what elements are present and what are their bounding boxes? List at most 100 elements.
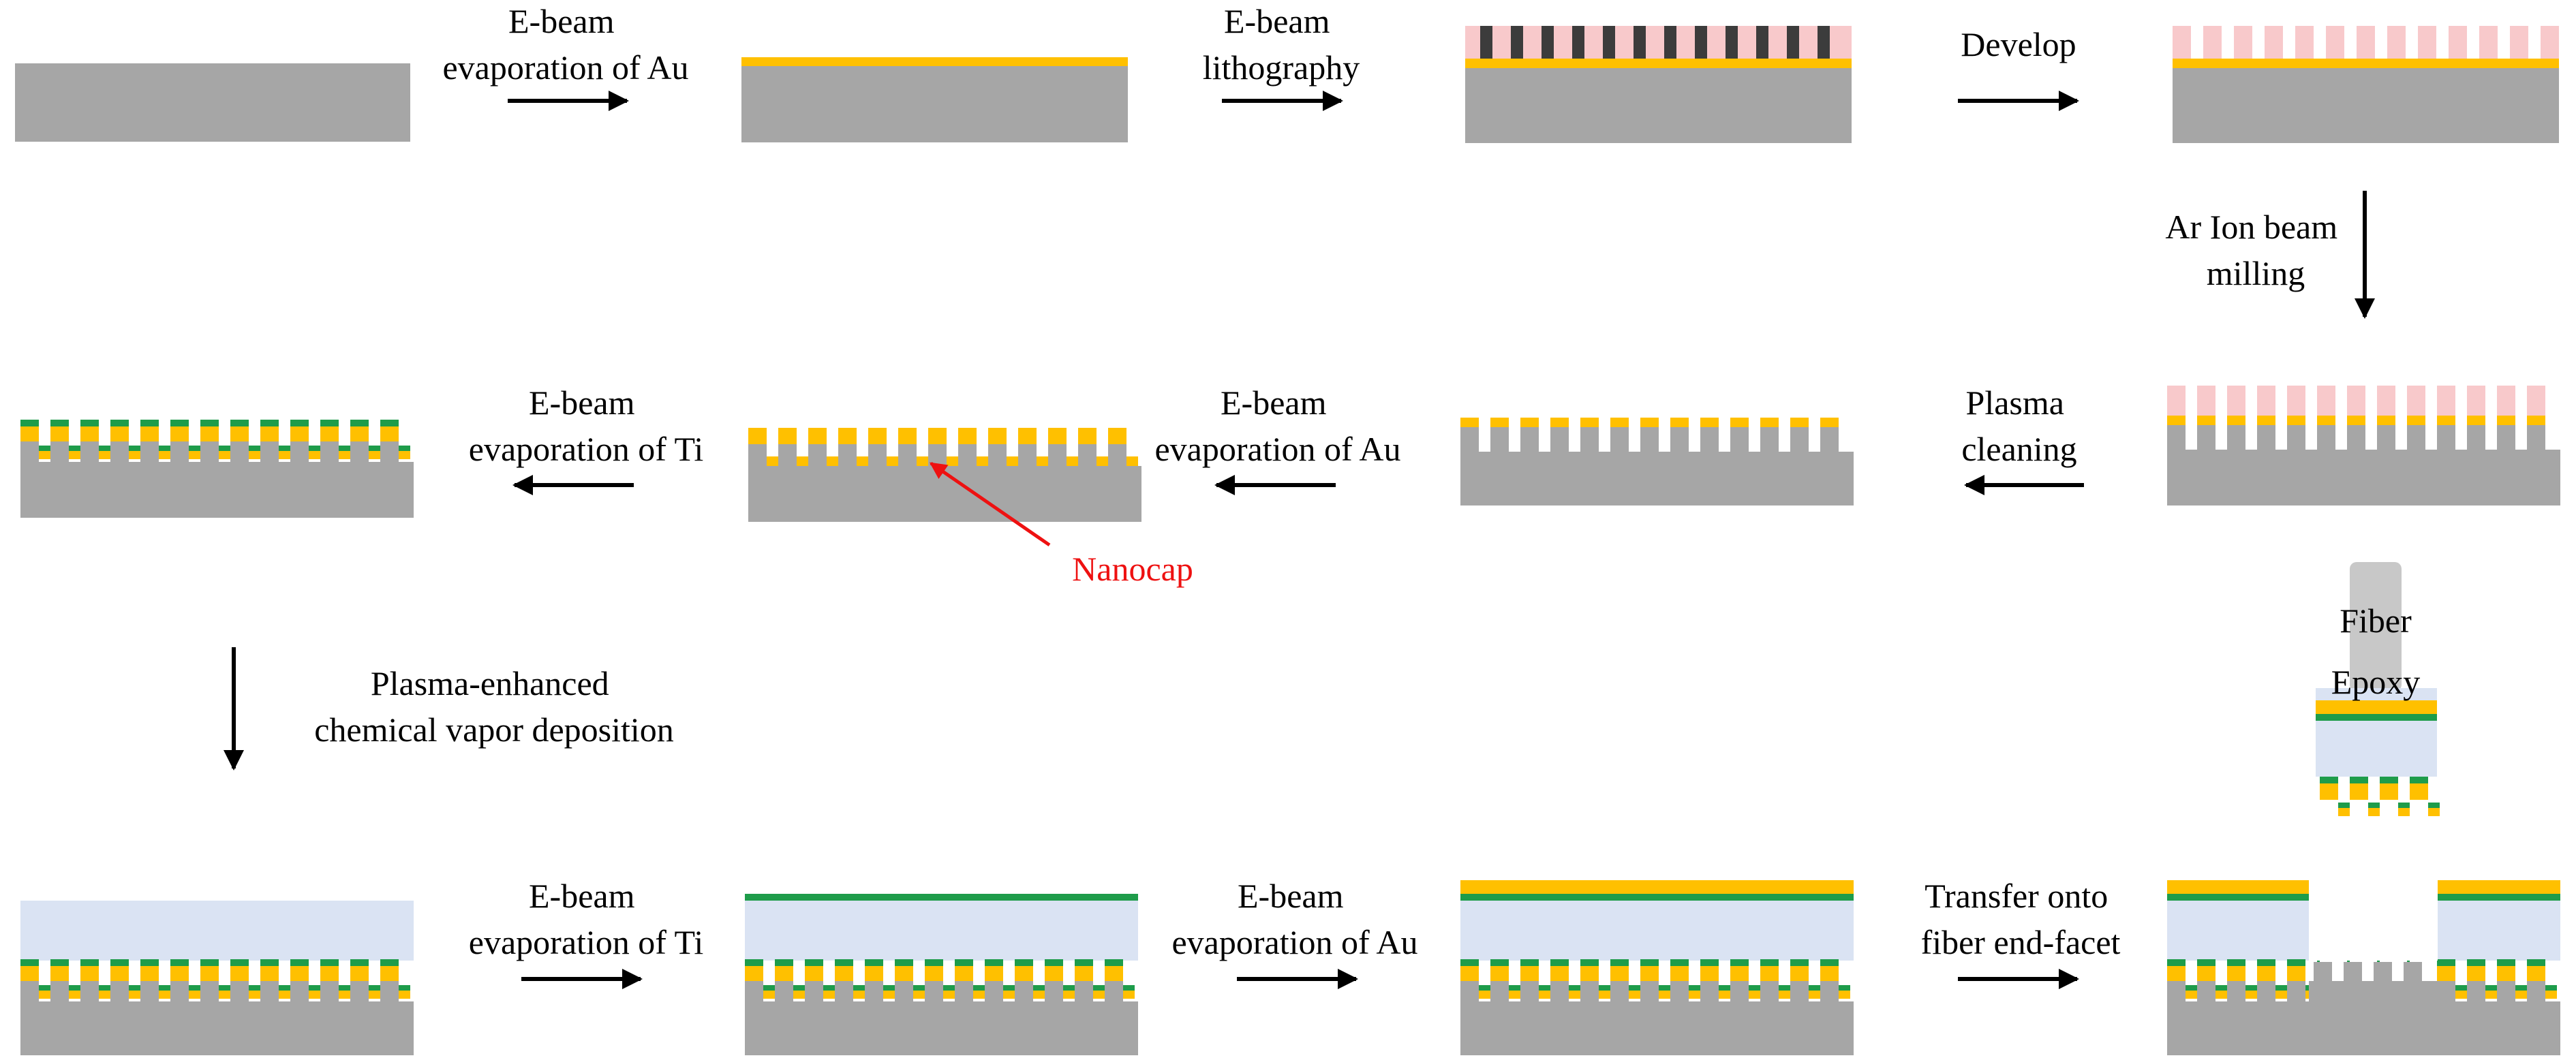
transfer-gap (2309, 879, 2438, 961)
substrate-ridge (748, 444, 767, 466)
oxide-layer (1460, 901, 1854, 961)
substrate-ridge (1015, 981, 1033, 1001)
ti-cap (1580, 959, 1599, 966)
ti-nanocap (913, 985, 925, 991)
ti-nanocap (369, 985, 380, 991)
ti-cap (2320, 777, 2338, 783)
nanocap (913, 991, 925, 999)
resist-pillar (2407, 386, 2425, 416)
gold-cap (2407, 416, 2425, 425)
ti-cap (140, 420, 159, 426)
nanocap (1749, 991, 1760, 999)
nanocap (159, 991, 170, 999)
ti-nanocap (1123, 985, 1135, 991)
ti-nanocap (2485, 985, 2497, 991)
nanocap (853, 991, 865, 999)
substrate-ridge (380, 981, 399, 1001)
gold-cap (2287, 416, 2305, 425)
exposed-resist-line (1480, 26, 1492, 59)
ti-cap (290, 959, 309, 966)
gold-cap (895, 966, 913, 981)
nanocap (797, 456, 808, 466)
ti-nanocap (189, 985, 200, 991)
step-evap-ti-1: E-beam evaporation of Ti (469, 384, 703, 495)
gold-cap (778, 428, 797, 444)
ti-nanocap (2368, 803, 2380, 808)
substrate-ridge (1460, 981, 1479, 1001)
substrate-ridge (2407, 425, 2425, 450)
substrate-ridge (2527, 425, 2545, 450)
fiber-label: Fiber (2340, 602, 2412, 640)
ti-layer (745, 894, 1138, 901)
nanocap (1093, 991, 1105, 999)
substrate-ridge (140, 441, 159, 462)
substrate-ridge (80, 981, 99, 1001)
gold-cap (2410, 783, 2428, 800)
step-label-line-2: chemical vapor deposition (314, 711, 674, 749)
gold-cap (2197, 966, 2215, 981)
ti-cap (2227, 959, 2245, 966)
ti-cap (1790, 959, 1809, 966)
gold-cap (775, 966, 793, 981)
nanocap (767, 456, 778, 466)
ti-nanocap (2515, 985, 2527, 991)
substrate-ridge (1610, 427, 1629, 452)
gold-cap (290, 426, 309, 441)
resist-pillar (2479, 26, 2498, 59)
gold-cap (838, 428, 857, 444)
substrate (745, 1001, 1138, 1055)
stage-5-milled-with-resist (2167, 386, 2560, 505)
ti-cap (1550, 959, 1569, 966)
ti-nanocap (2455, 985, 2467, 991)
resist-pillar (2257, 386, 2275, 416)
ti-nanocap (2398, 803, 2410, 808)
ti-cap (1820, 959, 1839, 966)
nanocap (309, 991, 320, 999)
substrate-ridge (260, 441, 279, 462)
gold-cap (1490, 966, 1509, 981)
ti-cap (320, 420, 339, 426)
substrate-ridge (2374, 962, 2392, 981)
substrate-ridge (200, 981, 219, 1001)
ti-cap (955, 959, 973, 966)
ti-cap (1015, 959, 1033, 966)
step-label-line-1: E-beam (1238, 877, 1344, 915)
substrate-ridge (2404, 962, 2422, 981)
ti-cap (2410, 777, 2428, 783)
nanocap (883, 991, 895, 999)
nanocap (973, 991, 985, 999)
ti-nanocap (99, 446, 110, 451)
step-ebl: E-beam lithography (1203, 2, 1360, 111)
ti-cap (20, 420, 39, 426)
ti-nanocap (339, 446, 350, 451)
gold-cap (1670, 966, 1689, 981)
exposed-resist-line (1726, 26, 1738, 59)
epoxy-label: Epoxy (2331, 663, 2421, 701)
ti-cap (2257, 959, 2275, 966)
oxide-layer (20, 901, 414, 961)
gold-cap (805, 966, 823, 981)
nanocap (1569, 991, 1580, 999)
gold-cap (380, 426, 399, 441)
gold-cap (1640, 418, 1659, 427)
ti-cap (1760, 959, 1779, 966)
substrate-ridge (1580, 427, 1599, 452)
gold-cap (808, 428, 827, 444)
gold-cap (230, 966, 249, 981)
ti-nanocap (1839, 985, 1850, 991)
step-milling: Ar Ion beam milling (2165, 191, 2375, 319)
nanocap (2428, 808, 2440, 816)
gold-cap (20, 426, 39, 441)
gold-cap (1550, 418, 1569, 427)
nanocap (1719, 991, 1730, 999)
substrate-ridge (20, 981, 39, 1001)
ti-nanocap (399, 446, 410, 451)
ti-cap (20, 959, 39, 966)
substrate-ridge (2167, 981, 2186, 1001)
ti-nanocap (339, 985, 350, 991)
gold-cap (170, 966, 189, 981)
step-label-line-1: Plasma (1966, 384, 2064, 422)
gold-cap (985, 966, 1003, 981)
gold-cap (2197, 416, 2215, 425)
nanocap (339, 451, 350, 459)
